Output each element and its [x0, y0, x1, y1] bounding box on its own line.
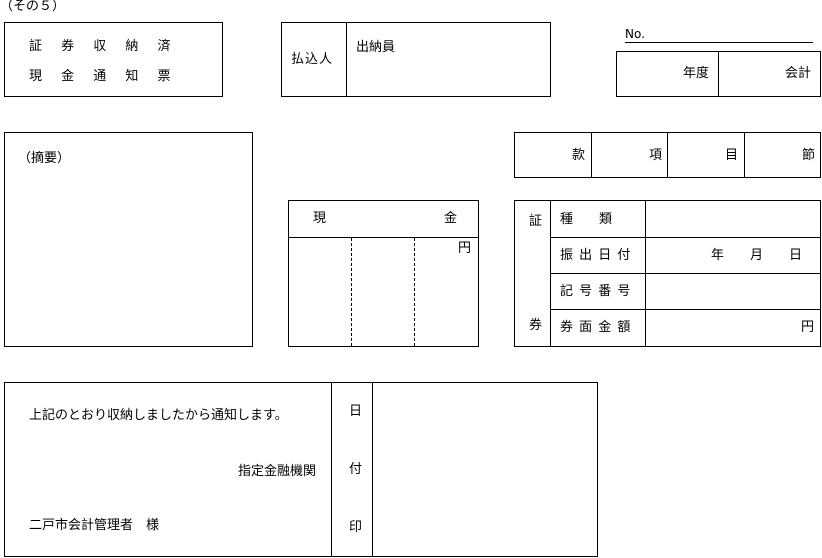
notice-box: 上記のとおり収納しましたから通知します。 指定金融機関 二戸市会計管理者 様 日… — [4, 382, 598, 557]
summary-label: （摘要） — [18, 151, 71, 166]
cash-header-right: 金 — [444, 211, 458, 226]
summary-box: （摘要） — [4, 132, 253, 347]
budget-kou: 項 — [649, 148, 663, 163]
notice-message: 上記のとおり収納しましたから通知します。 — [29, 408, 288, 423]
securities-row-number-label: 記 号 番 号 — [560, 284, 632, 299]
securities-row-amount-label: 券 面 金 額 — [560, 320, 632, 335]
title-line-1: 証 券 収 納 済 — [29, 39, 174, 54]
notice-bank: 指定金融機関 — [238, 464, 317, 479]
securities-side-bottom: 券 — [529, 318, 543, 333]
stamp-char-1: 日 — [349, 404, 363, 419]
year-label: 年度 — [683, 66, 710, 81]
year-account-box: 年度 会計 — [616, 51, 821, 97]
number-underline — [625, 42, 813, 43]
securities-row-amount-value: 円 — [801, 320, 815, 335]
stamp-char-3: 印 — [349, 520, 363, 535]
securities-side-top: 証 — [529, 214, 543, 229]
page-label: （その５） — [0, 0, 66, 14]
budget-moku: 目 — [725, 148, 739, 163]
stamp-char-2: 付 — [349, 462, 363, 477]
securities-box: 証 券 種 類 振 出 日 付 年 月 日 記 号 番 号 券 面 金 額 円 — [514, 200, 821, 347]
budget-setsu: 節 — [802, 148, 816, 163]
budget-kan: 款 — [572, 148, 586, 163]
securities-row-date-label: 振 出 日 付 — [560, 248, 632, 263]
cash-header-left: 現 — [313, 211, 327, 226]
securities-row-date-value: 年 月 日 — [711, 248, 803, 263]
payer-value: 出納員 — [356, 40, 396, 55]
notice-addressee: 二戸市会計管理者 様 — [29, 518, 160, 533]
securities-row-kind-label: 種 類 — [560, 212, 613, 227]
payer-label: 払込人 — [291, 52, 334, 67]
payer-box: 払込人 出納員 — [281, 22, 551, 97]
number-label: No. — [625, 27, 645, 41]
budget-box: 款 項 目 節 — [514, 132, 821, 178]
title-box: 証 券 収 納 済 現 金 通 知 票 — [4, 22, 223, 97]
cash-unit: 円 — [458, 241, 472, 256]
account-label: 会計 — [785, 66, 812, 81]
cash-box: 現 金 円 — [288, 200, 479, 347]
title-line-2: 現 金 通 知 票 — [29, 69, 174, 84]
